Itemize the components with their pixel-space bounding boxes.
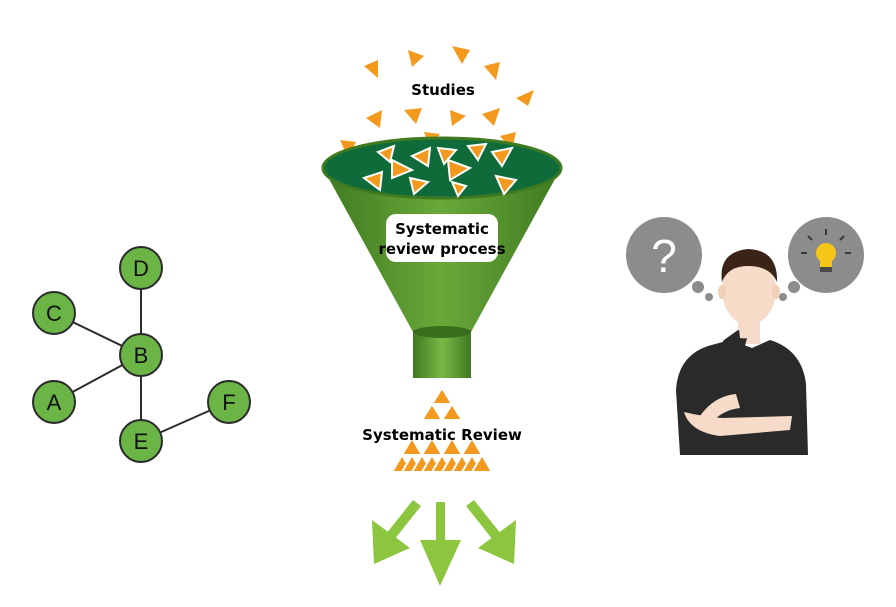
graph-node-f: F [207,380,251,424]
node-label: C [46,301,62,326]
process-label-line2: review process [378,240,505,258]
idea-bubble [779,217,864,301]
graph-node-d: D [119,246,163,290]
person-shirt [676,340,808,455]
node-label: E [134,429,149,454]
systematic-review-label: Systematic Review [362,426,522,444]
node-label: D [133,256,149,281]
question-mark-icon: ? [651,230,677,282]
arrow-down-right-icon [466,500,516,564]
studies-in-funnel [361,142,518,198]
output-arrows [372,500,516,586]
graph-node-c: C [32,291,76,335]
person-hair [721,249,778,282]
graph-node-e: E [119,419,163,463]
question-bubble: ? [626,217,713,301]
funnel-spout-rim [413,326,471,338]
node-label: B [134,343,149,368]
person-face [722,255,776,325]
funnel-mouth [321,136,563,200]
lightbulb-icon [801,229,851,272]
arrow-down-icon [420,502,461,586]
studies-label: Studies [411,81,475,99]
graph: D C B A F E [32,246,251,463]
graph-node-b: B [119,333,163,377]
arrow-down-left-icon [372,500,421,564]
process-label-line1: Systematic [395,220,489,238]
review-pyramid [390,386,494,473]
graph-node-a: A [32,380,76,424]
thinking-person [676,249,808,455]
funnel: Systematic review process [321,136,563,378]
process-label-bg [386,214,498,262]
node-label: A [47,390,62,415]
node-label: F [222,390,235,415]
